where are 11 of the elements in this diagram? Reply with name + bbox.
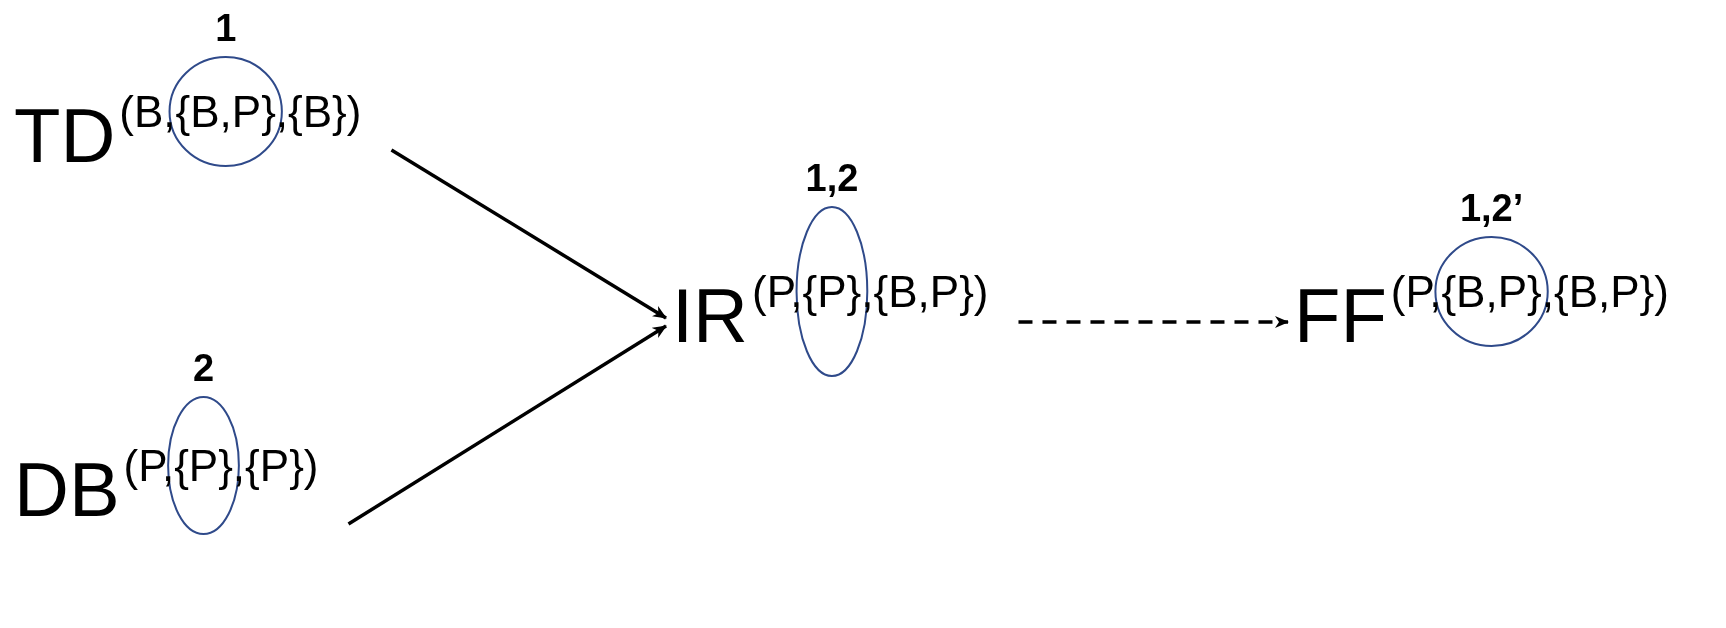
- term-name: IR: [672, 278, 748, 354]
- term-name: DB: [14, 452, 120, 528]
- highlight-number: 1,2: [805, 159, 859, 197]
- highlight-number: 2: [192, 349, 215, 387]
- term-name: TD: [14, 98, 116, 174]
- arrow: [1018, 316, 1289, 328]
- term-name: FF: [1294, 278, 1387, 354]
- arrow: [347, 324, 667, 526]
- arrow: [390, 148, 667, 320]
- highlight-number: 1,2’: [1459, 189, 1524, 227]
- highlight-number: 1: [215, 9, 237, 47]
